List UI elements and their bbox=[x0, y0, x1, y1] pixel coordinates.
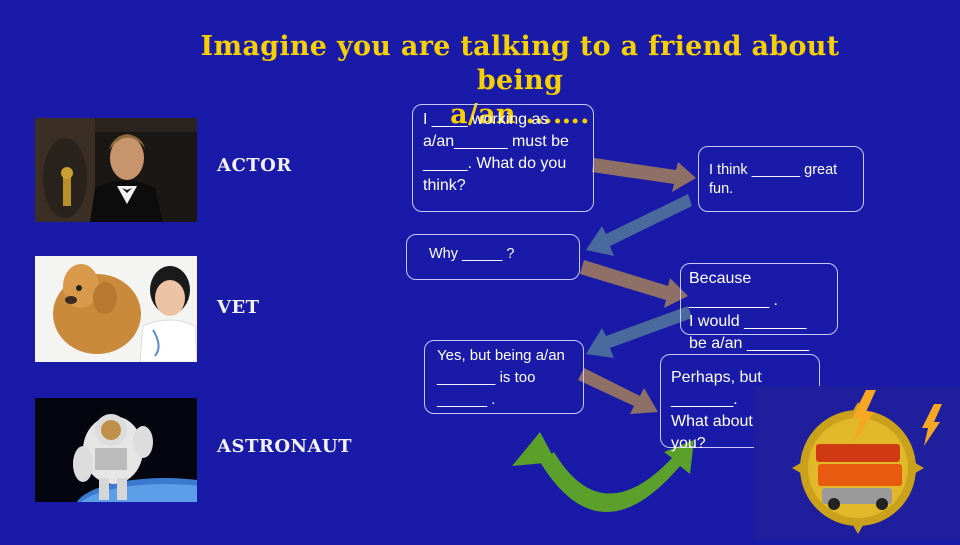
bubble-because: Because _________ . I would _______ be a… bbox=[680, 263, 838, 352]
b6-line-1: Perhaps, but bbox=[671, 369, 762, 386]
back-to-the-future-logo bbox=[792, 390, 942, 534]
bubble-i-think: I think ______ great fun. bbox=[698, 146, 864, 212]
slide-title: Imagine you are talking to a friend abou… bbox=[170, 30, 870, 132]
bubble-opening-opinion: I ____ working as a/an______ must be ___… bbox=[412, 104, 594, 212]
b4-line-1: Because bbox=[689, 270, 752, 287]
arrow-to-b3 bbox=[586, 194, 692, 256]
green-curved-arrow bbox=[540, 440, 694, 513]
title-line-1: Imagine you are talking to a friend abou… bbox=[200, 31, 840, 96]
b4-line-3: I would _______ bbox=[689, 313, 807, 330]
b6-line-3: What about bbox=[671, 413, 753, 430]
b4-line-4: be a/an _______ bbox=[689, 334, 810, 352]
label-actor: ACTOR bbox=[217, 155, 292, 176]
bubble-yes-but: Yes, but being a/an _______ is too _____… bbox=[424, 340, 584, 414]
arrow-to-b6 bbox=[578, 368, 658, 414]
arrow-to-b2 bbox=[592, 158, 696, 192]
b6-line-4: you? bbox=[671, 435, 706, 452]
arrow-to-b4 bbox=[580, 260, 688, 308]
label-vet: VET bbox=[217, 297, 260, 318]
arrow-to-b5 bbox=[586, 306, 692, 358]
astronaut-photo bbox=[35, 398, 197, 502]
logo-panel bbox=[754, 386, 960, 540]
b4-line-2: _________ . bbox=[689, 291, 778, 309]
actor-photo bbox=[35, 118, 197, 222]
label-astronaut: ASTRONAUT bbox=[217, 436, 353, 457]
vet-photo bbox=[35, 256, 197, 362]
bubble-why: Why _____ ? bbox=[406, 234, 580, 280]
b6-line-2: _______. bbox=[671, 391, 738, 408]
